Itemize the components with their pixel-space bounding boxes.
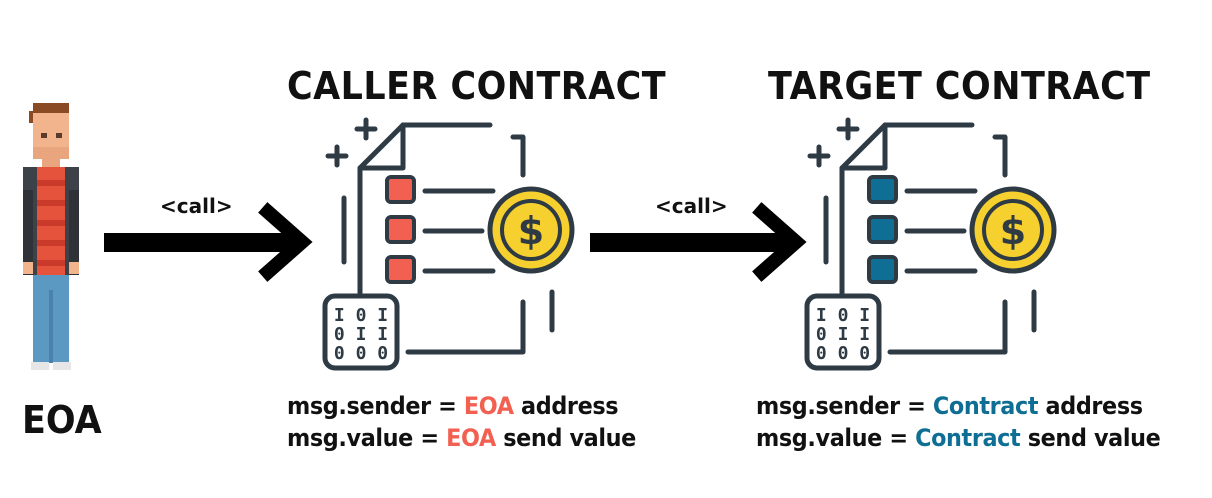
target-value-highlight: Contract: [915, 424, 1021, 452]
caller-binary-row-2: 0 I I: [334, 324, 388, 345]
target-description: msg.sender = Contract address msg.value …: [756, 390, 1161, 454]
call-label-2: <call>: [655, 194, 728, 218]
target-sender-line: msg.sender = Contract address: [756, 390, 1160, 422]
caller-binary-row-3: 0 0 0: [334, 343, 388, 364]
target-binary-row-3: 0 0 0: [816, 343, 870, 364]
caller-binary-row-1: I 0 I: [334, 305, 388, 326]
target-value-line: msg.value = Contract send value: [756, 422, 1161, 454]
caller-sender-highlight: EOA: [463, 392, 514, 420]
caller-description: msg.sender = EOA address msg.value = EOA…: [287, 390, 636, 454]
caller-value-suffix: send value: [495, 424, 636, 452]
target-contract-title: TARGET CONTRACT: [768, 64, 1151, 108]
caller-sender-line: msg.sender = EOA address: [287, 390, 636, 422]
target-value-suffix: send value: [1020, 424, 1161, 452]
svg-text:$: $: [518, 209, 544, 253]
caller-value-highlight: EOA: [446, 424, 496, 452]
target-sender-prefix: msg.sender =: [756, 392, 933, 420]
caller-sender-prefix: msg.sender =: [287, 392, 464, 420]
target-binary-row-2: 0 I I: [816, 324, 870, 345]
caller-value-line: msg.value = EOA send value: [287, 422, 636, 454]
caller-value-prefix: msg.value =: [287, 424, 447, 452]
eoa-label: EOA: [22, 398, 102, 442]
call-label-1: <call>: [160, 194, 233, 218]
svg-text:$: $: [1000, 209, 1026, 253]
target-binary-row-1: I 0 I: [816, 305, 870, 326]
eoa-person-icon: [23, 103, 79, 370]
target-sender-suffix: address: [1038, 392, 1144, 420]
caller-sender-suffix: address: [513, 392, 619, 420]
target-sender-highlight: Contract: [932, 392, 1039, 420]
caller-contract-title: CALLER CONTRACT: [287, 64, 667, 108]
target-value-prefix: msg.value =: [756, 424, 916, 452]
